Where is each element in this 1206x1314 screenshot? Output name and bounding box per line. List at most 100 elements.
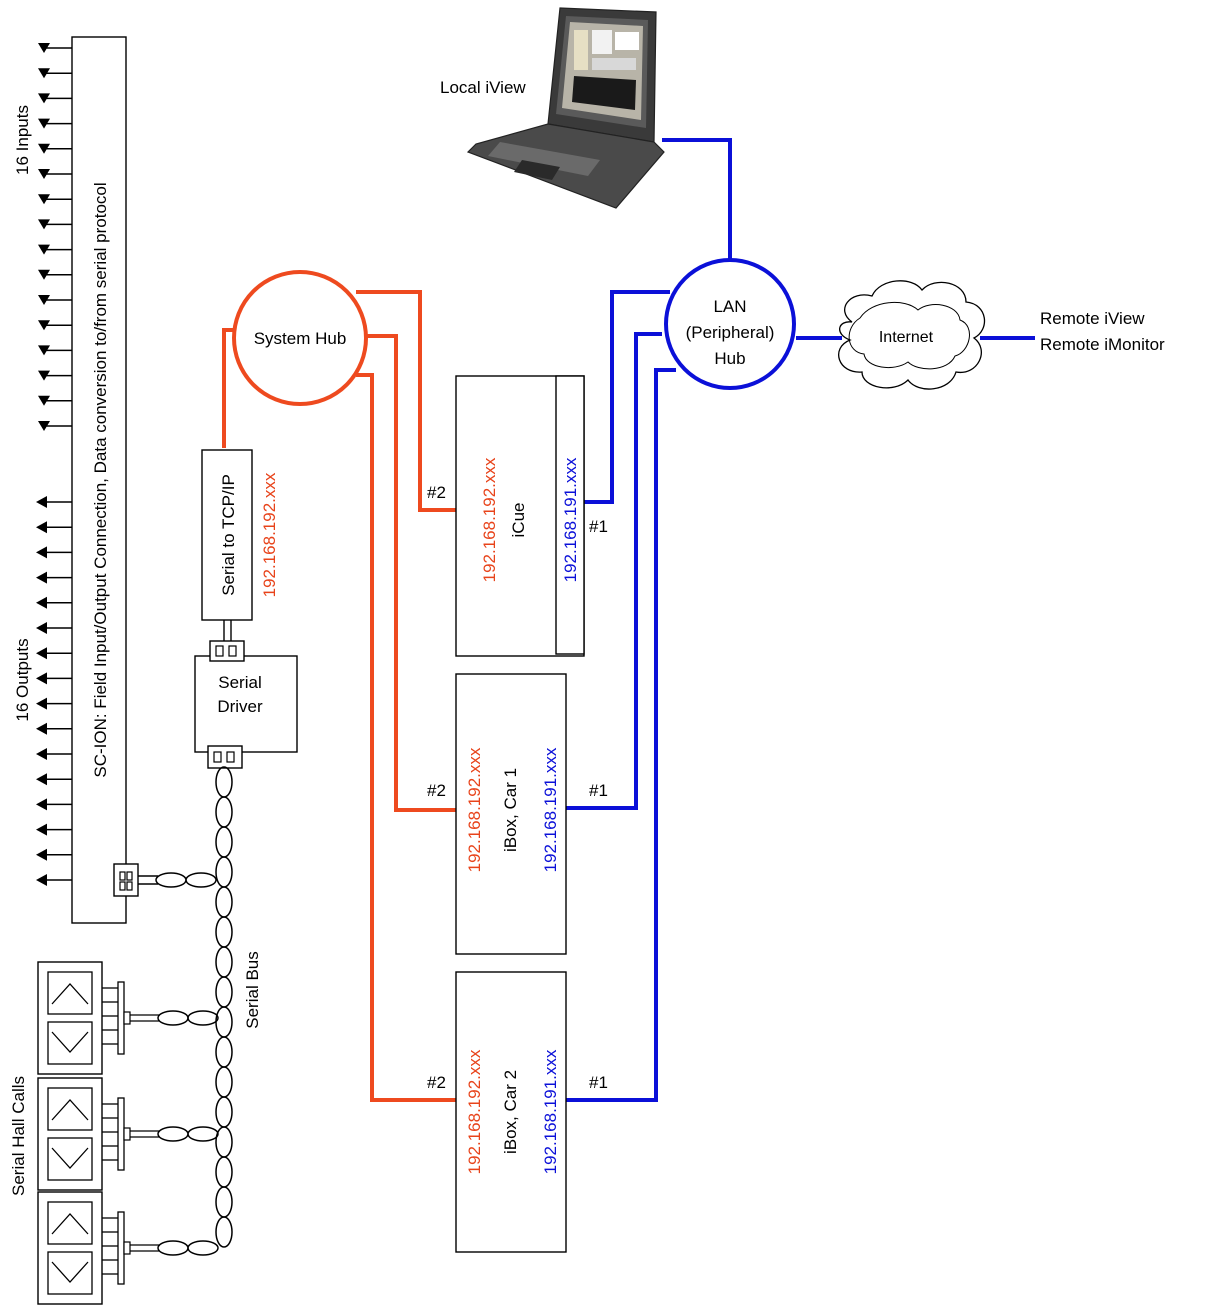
twisted-pair-segment (158, 1241, 188, 1255)
laptop-local-iview: Local iView (440, 8, 664, 208)
hall-call-station (38, 962, 160, 1074)
hall-call-down-button (48, 1252, 92, 1294)
serial-bus-segment (216, 1007, 232, 1037)
icue-red-ip: 192.168.192.xxx (480, 457, 499, 582)
hall-call-terminal-strip (118, 982, 124, 1054)
serial-bus-segment (216, 1127, 232, 1157)
twisted-pair-segment (188, 1241, 218, 1255)
serial-driver-bottom-connector (208, 746, 242, 768)
converter-label: Serial to TCP/IP (219, 474, 238, 596)
lan-hub: LAN (Peripheral) Hub (666, 260, 794, 388)
output-terminal-marker (36, 496, 47, 508)
output-terminal-marker (36, 521, 47, 533)
ibox-car1-red-ip: 192.168.192.xxx (465, 747, 484, 872)
serial-hall-calls-label: Serial Hall Calls (9, 1076, 28, 1196)
sc-ion-panel: SC-ION: Field Input/Output Connection, D… (13, 37, 138, 923)
output-terminal-marker (36, 572, 47, 584)
serial-bus-segment (216, 917, 232, 947)
ibox-car2-port-red: #2 (427, 1073, 446, 1092)
icue-label: iCue (509, 503, 528, 538)
wire-system-hub-to-ibox1 (360, 336, 456, 810)
ibox-car1-blue-ip: 192.168.191.xxx (541, 747, 560, 872)
icue-port-red: #2 (427, 483, 446, 502)
lan-network-wiring (566, 140, 1035, 1100)
hall-call-terminal-strip (118, 1212, 124, 1284)
output-terminals (36, 496, 72, 886)
serial-driver-label-1: Serial (218, 673, 261, 692)
twisted-pair-segment (158, 1011, 188, 1025)
remote-iview-label: Remote iView (1040, 309, 1145, 328)
ibox-car1-device: 192.168.192.xxx iBox, Car 1 192.168.191.… (427, 674, 608, 954)
serial-bus-label: Serial Bus (243, 951, 262, 1028)
output-terminal-marker (36, 849, 47, 861)
output-terminal-marker (36, 874, 47, 886)
ibox-car2-device: 192.168.192.xxx iBox, Car 2 192.168.191.… (427, 972, 608, 1252)
serial-to-tcp-converter: Serial to TCP/IP 192.168.192.xxx (202, 450, 279, 650)
output-terminal-marker (36, 698, 47, 710)
hall-call-down-button (48, 1022, 92, 1064)
serial-bus-segment (216, 1157, 232, 1187)
system-hub-label: System Hub (254, 329, 347, 348)
output-terminal-marker (36, 798, 47, 810)
serial-bus-segment (216, 797, 232, 827)
hall-call-connector (124, 1128, 130, 1140)
ibox-car2-blue-ip: 192.168.191.xxx (541, 1049, 560, 1174)
converter-ip: 192.168.192.xxx (260, 472, 279, 597)
internet-cloud: Internet (839, 281, 985, 389)
sc-ion-label: SC-ION: Field Input/Output Connection, D… (91, 182, 110, 777)
twisted-pair-segment (188, 1127, 218, 1141)
hall-call-up-button (48, 1088, 92, 1130)
input-terminals (38, 43, 72, 431)
serial-driver: Serial Driver (195, 641, 297, 768)
serial-bus-segment (216, 827, 232, 857)
ibox-car2-label: iBox, Car 2 (501, 1070, 520, 1154)
remote-imonitor-label: Remote iMonitor (1040, 335, 1165, 354)
wire-lan-hub-to-laptop (662, 140, 730, 262)
hall-call-station (38, 1192, 160, 1304)
serial-hall-calls (38, 962, 160, 1304)
twisted-pair-segment (156, 873, 186, 887)
ibox-car1-label: iBox, Car 1 (501, 768, 520, 852)
output-terminal-marker (36, 622, 47, 634)
serial-bus-segment (216, 767, 232, 797)
output-terminal-marker (36, 647, 47, 659)
serial-bus-segment (216, 1067, 232, 1097)
hall-call-station (38, 1078, 160, 1190)
ibox-car2-port-blue: #1 (589, 1073, 608, 1092)
icue-blue-ip: 192.168.191.xxx (561, 457, 580, 582)
serial-bus-segment (216, 977, 232, 1007)
hall-call-connector (124, 1242, 130, 1254)
hall-call-bus-stub (158, 1011, 218, 1025)
twisted-pair-segment (188, 1011, 218, 1025)
serial-bus-segment (216, 1217, 232, 1247)
twisted-pair-segment (186, 873, 216, 887)
output-terminal-marker (36, 824, 47, 836)
output-terminal-marker (36, 546, 47, 558)
icue-port-blue: #1 (589, 517, 608, 536)
serial-bus-segment (216, 887, 232, 917)
serial-driver-top-connector (210, 641, 244, 661)
ibox-car2-red-ip: 192.168.192.xxx (465, 1049, 484, 1174)
output-terminal-marker (36, 748, 47, 760)
lan-hub-label-3: Hub (714, 349, 745, 368)
hall-call-terminal-strip (118, 1098, 124, 1170)
hall-call-down-button (48, 1138, 92, 1180)
hall-call-up-button (48, 1202, 92, 1244)
output-terminal-marker (36, 773, 47, 785)
outputs-label: 16 Outputs (13, 638, 32, 721)
twisted-pair-segment (158, 1127, 188, 1141)
lan-hub-label-1: LAN (713, 297, 746, 316)
ibox-car1-port-red: #2 (427, 781, 446, 800)
lan-hub-label-2: (Peripheral) (686, 323, 775, 342)
sc-ion-connector (114, 864, 138, 896)
ibox-car1-port-blue: #1 (589, 781, 608, 800)
output-terminal-marker (36, 672, 47, 684)
serial-bus-segment (216, 947, 232, 977)
sc-ion-bus-stub (156, 873, 216, 887)
icue-device: 192.168.192.xxx iCue 192.168.191.xxx #2 … (427, 376, 608, 656)
hall-call-bus-stub (158, 1127, 218, 1141)
hall-call-bus-stub (158, 1241, 218, 1255)
system-hub: System Hub (234, 272, 366, 404)
internet-label: Internet (879, 329, 934, 346)
